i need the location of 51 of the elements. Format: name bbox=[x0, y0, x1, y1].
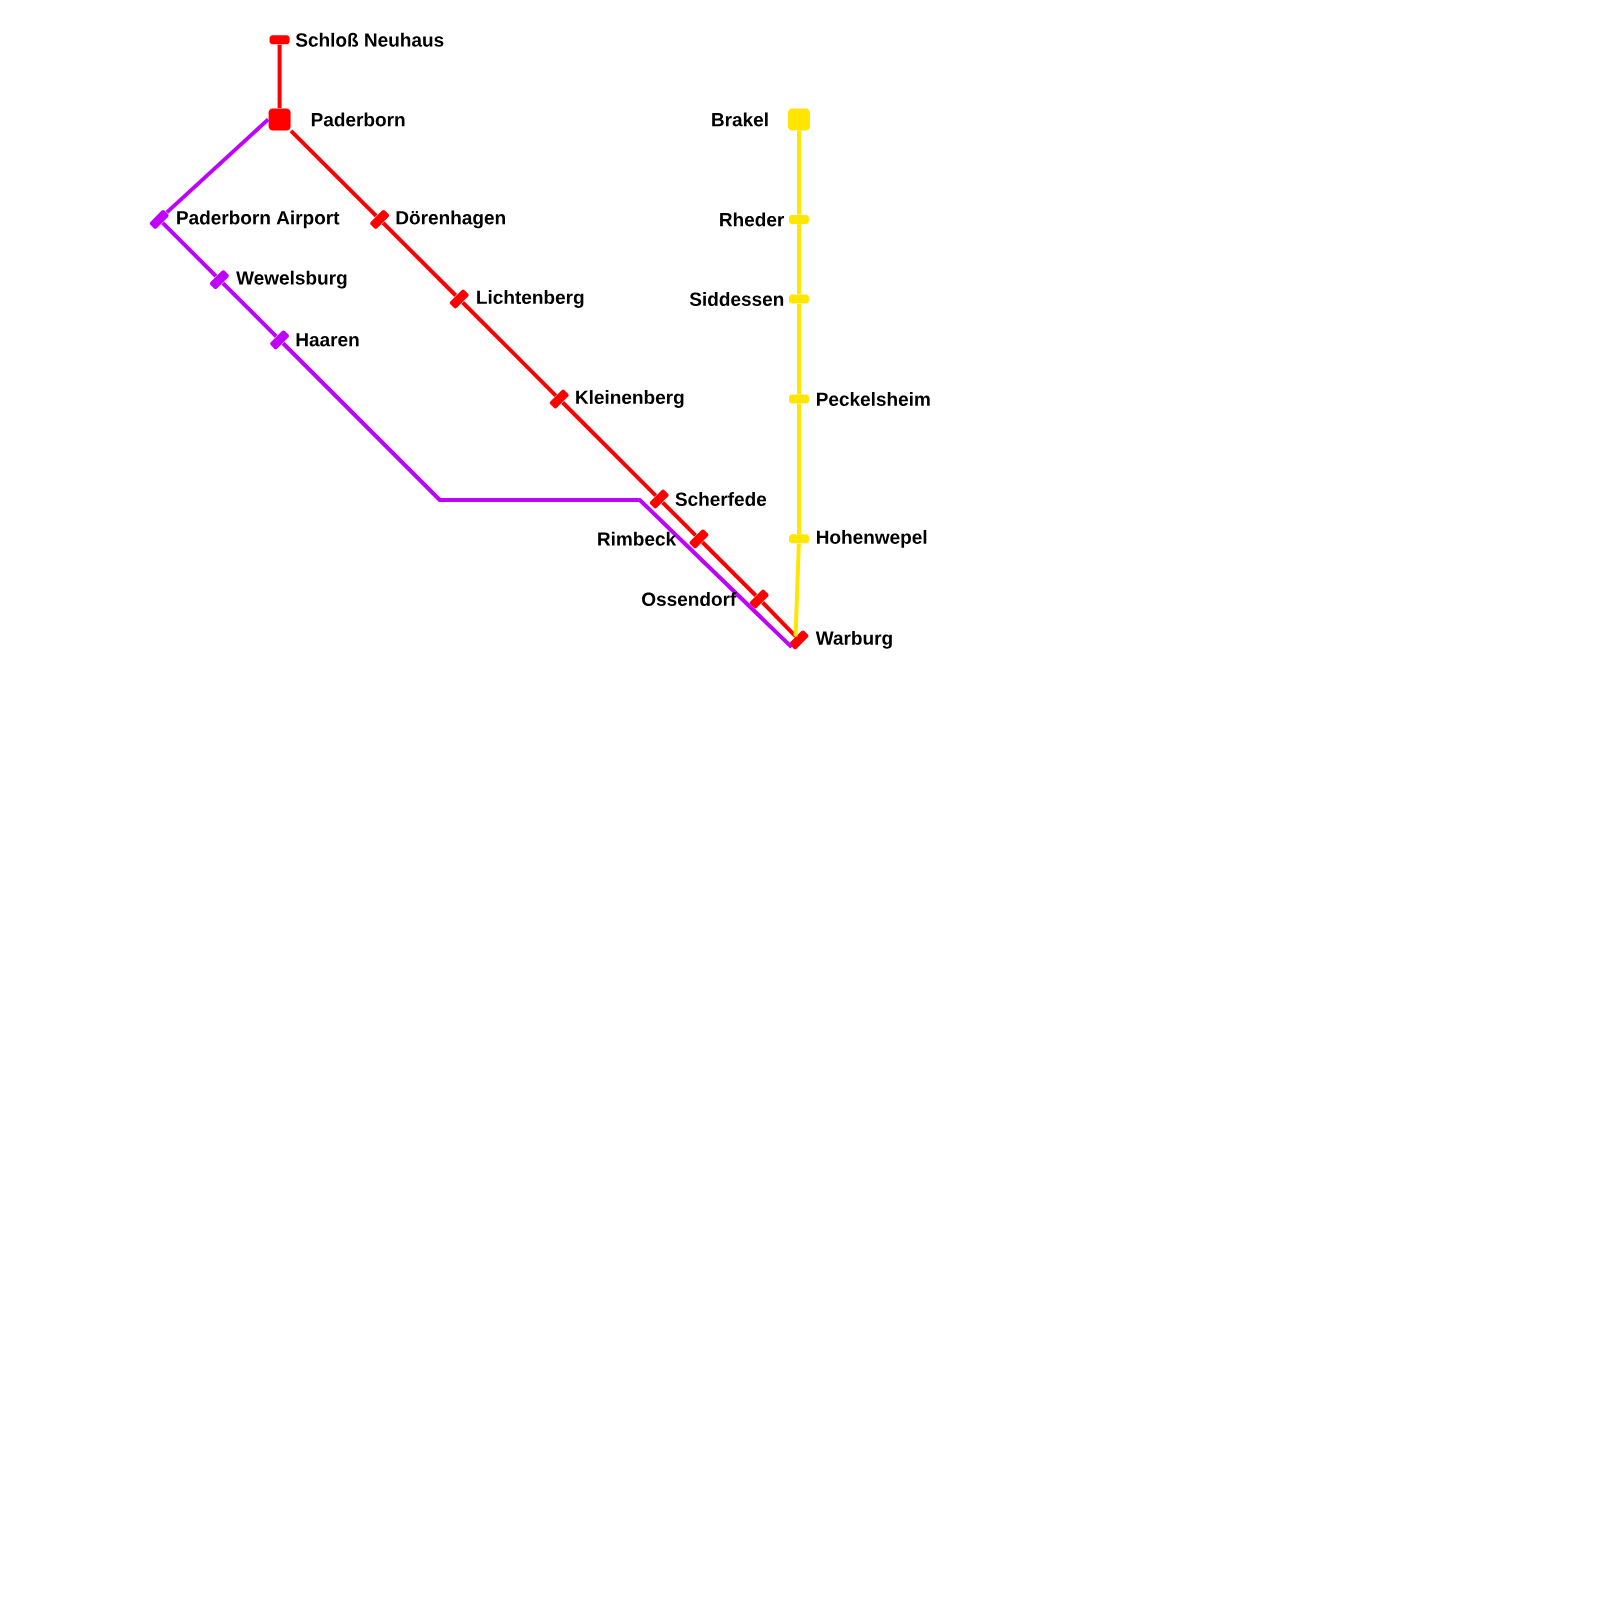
station-name: Peckelsheim bbox=[817, 392, 930, 406]
station-marker bbox=[549, 389, 569, 409]
station-marker bbox=[269, 35, 290, 45]
track-line bbox=[561, 401, 658, 497]
station-name: Lichtenberg bbox=[477, 290, 584, 308]
station-name: Dörenhagen bbox=[396, 210, 505, 229]
station-name: Rimbeck bbox=[598, 531, 677, 546]
station-name: Wewelsburg bbox=[236, 270, 347, 289]
station-name: Ossendorf bbox=[642, 592, 737, 606]
station-marker bbox=[449, 289, 469, 309]
station-marker bbox=[149, 210, 169, 229]
station-marker bbox=[270, 330, 290, 350]
station-marker bbox=[210, 270, 229, 290]
station-name: Siddessen bbox=[689, 292, 784, 306]
station-name: Schloß Neuhaus bbox=[295, 32, 444, 47]
station-name: Scherfede bbox=[675, 492, 767, 506]
station-marker bbox=[268, 108, 291, 131]
station-name: Brakel bbox=[712, 112, 768, 127]
track-line bbox=[797, 303, 801, 395]
track-line bbox=[797, 224, 801, 295]
station-marker bbox=[789, 630, 809, 650]
station-name: Rheder bbox=[720, 212, 785, 227]
station-marker bbox=[689, 529, 709, 549]
track-line bbox=[793, 543, 801, 637]
station-name: Paderborn Airport bbox=[177, 210, 340, 229]
track-line bbox=[661, 501, 697, 537]
track-line bbox=[277, 44, 282, 108]
track-line bbox=[797, 130, 801, 215]
track-line bbox=[381, 221, 458, 297]
station-marker bbox=[789, 214, 809, 224]
track-line bbox=[161, 221, 218, 278]
track-line bbox=[761, 601, 798, 638]
station-marker bbox=[789, 294, 809, 304]
track-line bbox=[289, 129, 378, 218]
station-marker bbox=[788, 108, 810, 131]
track-line bbox=[221, 281, 278, 338]
track-line bbox=[281, 341, 794, 649]
station-marker bbox=[749, 589, 769, 609]
track-line bbox=[797, 403, 801, 534]
station-marker bbox=[789, 534, 809, 544]
track-line bbox=[461, 301, 558, 397]
station-marker bbox=[649, 489, 669, 509]
station-name: Paderborn bbox=[311, 112, 405, 127]
station-name: Hohenwepel bbox=[817, 529, 927, 548]
station-name: Warburg bbox=[815, 630, 892, 649]
track-line bbox=[165, 117, 270, 214]
track-line bbox=[701, 540, 758, 597]
station-name: Kleinenberg bbox=[576, 390, 684, 408]
station-marker bbox=[370, 210, 390, 229]
station-marker bbox=[789, 394, 809, 404]
station-name: Haaren bbox=[296, 333, 359, 347]
